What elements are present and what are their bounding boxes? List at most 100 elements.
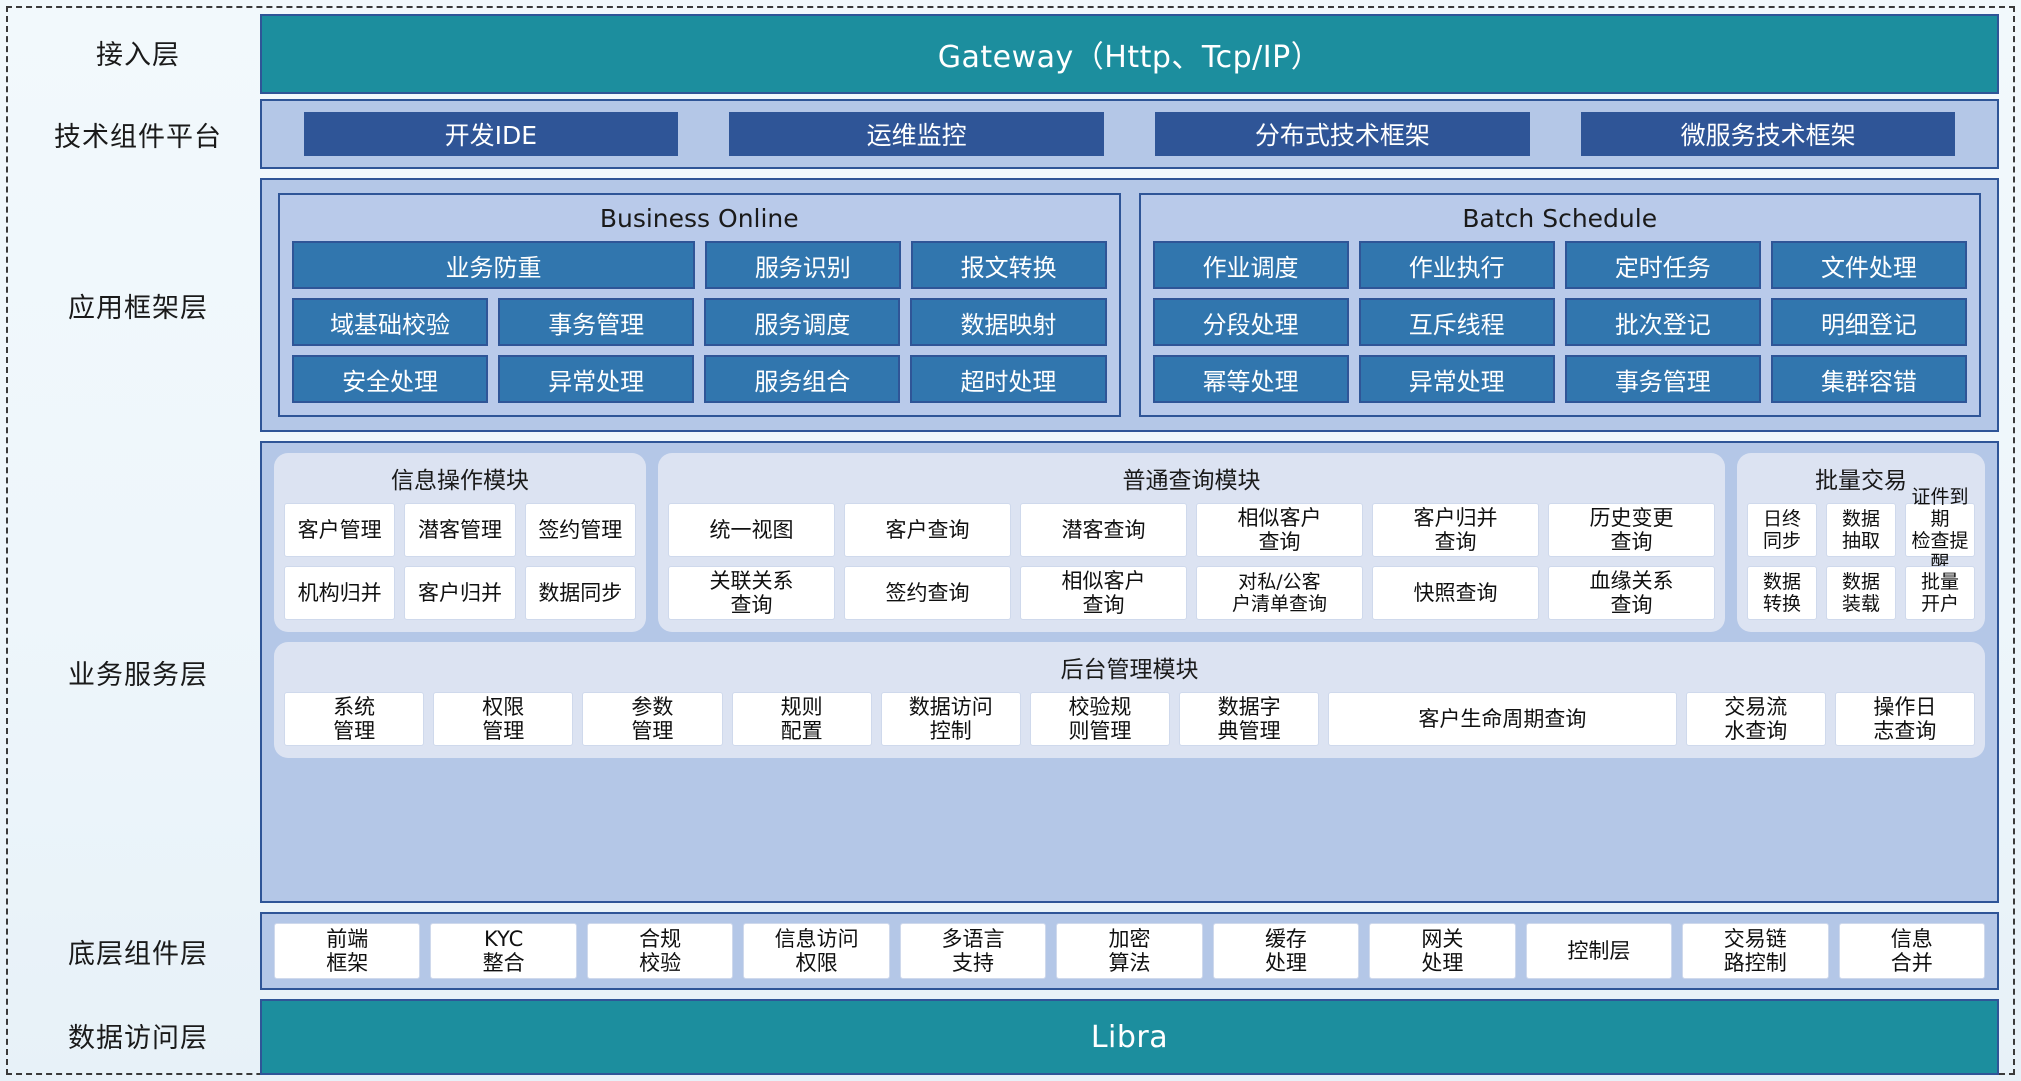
cell-relationship-query[interactable]: 关联关系查询 <box>668 566 835 620</box>
chip-security-processing[interactable]: 安全处理 <box>292 355 489 403</box>
cell-data-extraction[interactable]: 数据抽取 <box>1826 503 1896 557</box>
cell-transaction-flow-query[interactable]: 交易流水查询 <box>1685 692 1826 746</box>
chip-job-execution[interactable]: 作业执行 <box>1358 241 1555 289</box>
cell-info-merge[interactable]: 信息合并 <box>1838 923 1985 979</box>
cell-cache-processing[interactable]: 缓存处理 <box>1212 923 1360 979</box>
cell-encryption-algorithm[interactable]: 加密算法 <box>1056 923 1203 979</box>
cell-data-transform[interactable]: 数据转换 <box>1747 566 1817 620</box>
cell-data-dictionary-management[interactable]: 数据字典管理 <box>1179 692 1320 746</box>
module-title-common-query: 普通查询模块 <box>1122 468 1261 494</box>
chip-service-scheduling[interactable]: 服务调度 <box>704 298 901 346</box>
chip-message-transform[interactable]: 报文转换 <box>910 241 1107 289</box>
layer-row-access: 接入层 Gateway（Http、Tcp/IP） <box>16 14 1999 94</box>
chip-batch-registration[interactable]: 批次登记 <box>1564 298 1761 346</box>
chip-idempotent-processing[interactable]: 幂等处理 <box>1152 355 1349 403</box>
cell-rule-configuration[interactable]: 规则配置 <box>731 692 872 746</box>
cell-system-management[interactable]: 系统管理 <box>284 692 425 746</box>
chip-domain-base-validation[interactable]: 域基础校验 <box>292 298 489 346</box>
tech-chip-ops-monitor[interactable]: 运维监控 <box>729 112 1104 156</box>
cell-similar-customer-query-1[interactable]: 相似客户查询 <box>1196 503 1363 557</box>
chip-timed-task[interactable]: 定时任务 <box>1564 241 1761 289</box>
cell-private-public-customer-list-query[interactable]: 对私/公客户清单查询 <box>1196 566 1363 620</box>
cell-customer-query[interactable]: 客户查询 <box>844 503 1011 557</box>
cell-frontend-framework[interactable]: 前端框架 <box>274 923 421 979</box>
chip-mutex-thread[interactable]: 互斥线程 <box>1358 298 1555 346</box>
cell-data-load[interactable]: 数据装载 <box>1826 566 1896 620</box>
admin-management-cells: 系统管理 权限管理 参数管理 规则配置 数据访问控制 校验规则管理 数据字典管理… <box>284 692 1975 746</box>
cell-batch-account-opening[interactable]: 批量开户 <box>1905 566 1975 620</box>
business-service-modules: 信息操作模块 客户管理 潜客管理 签约管理 机构归并 客户归并 <box>274 453 1985 632</box>
cell-control-layer[interactable]: 控制层 <box>1525 923 1673 979</box>
chip-cluster-fault-tolerance[interactable]: 集群容错 <box>1770 355 1967 403</box>
cell-similar-customer-query-2[interactable]: 相似客户查询 <box>1020 566 1187 620</box>
app-framework-panel: Business Online 业务防重 服务识别 报文转换 域基础校验 事务管… <box>260 178 1999 432</box>
cell-data-access-control[interactable]: 数据访问控制 <box>880 692 1021 746</box>
gateway-bar[interactable]: Gateway（Http、Tcp/IP） <box>260 14 1999 94</box>
cell-customer-management[interactable]: 客户管理 <box>284 503 396 557</box>
cell-prospect-query[interactable]: 潜客查询 <box>1020 503 1187 557</box>
cell-operation-log-query[interactable]: 操作日志查询 <box>1834 692 1975 746</box>
cell-gateway-processing[interactable]: 网关处理 <box>1369 923 1516 979</box>
chip-file-processing[interactable]: 文件处理 <box>1770 241 1967 289</box>
layer-label-access: 接入层 <box>96 39 180 71</box>
chip-exception-processing-batch[interactable]: 异常处理 <box>1358 355 1555 403</box>
chip-job-scheduling[interactable]: 作业调度 <box>1152 241 1349 289</box>
chip-segmented-processing[interactable]: 分段处理 <box>1152 298 1349 346</box>
cell-customer-merge[interactable]: 客户归并 <box>404 566 516 620</box>
business-online-row-2: 域基础校验 事务管理 服务调度 数据映射 <box>292 298 1107 346</box>
cell-data-sync[interactable]: 数据同步 <box>524 566 636 620</box>
module-batch-transaction: 批量交易 日终同步 数据抽取 证件到期检查提醒 数据转换 数据装载 <box>1737 453 1985 632</box>
business-online-grid: 业务防重 服务识别 报文转换 域基础校验 事务管理 服务调度 数据映射 <box>292 241 1107 403</box>
cell-compliance-validation[interactable]: 合规校验 <box>586 923 734 979</box>
chip-detail-registration[interactable]: 明细登记 <box>1770 298 1967 346</box>
libra-bar[interactable]: Libra <box>260 999 1999 1075</box>
layer-label-app-framework: 应用框架层 <box>68 292 208 324</box>
tech-chip-distributed-framework[interactable]: 分布式技术框架 <box>1155 112 1530 156</box>
tech-chip-ide[interactable]: 开发IDE <box>303 112 679 156</box>
cell-validation-rule-management[interactable]: 校验规则管理 <box>1029 692 1171 746</box>
cell-parameter-management[interactable]: 参数管理 <box>582 692 723 746</box>
layer-body-business-service: 信息操作模块 客户管理 潜客管理 签约管理 机构归并 客户归并 <box>260 441 1999 903</box>
chip-data-mapping[interactable]: 数据映射 <box>910 298 1107 346</box>
cell-contract-query[interactable]: 签约查询 <box>844 566 1011 620</box>
cell-customer-merge-query[interactable]: 客户归并查询 <box>1372 503 1539 557</box>
batch-schedule-grid: 作业调度 作业执行 定时任务 文件处理 分段处理 互斥线程 批次登记 明细登记 <box>1152 241 1967 403</box>
business-online-row-3: 安全处理 异常处理 服务组合 超时处理 <box>292 355 1107 403</box>
cell-info-access-permission[interactable]: 信息访问权限 <box>743 923 890 979</box>
app-group-batch-schedule: Batch Schedule 作业调度 作业执行 定时任务 文件处理 分段处理 … <box>1138 193 1981 417</box>
cell-snapshot-query[interactable]: 快照查询 <box>1372 566 1539 620</box>
layer-body-data-access: Libra <box>260 999 1999 1075</box>
cell-lineage-relationship-query[interactable]: 血缘关系查询 <box>1548 566 1715 620</box>
layer-label-tech-platform: 技术组件平台 <box>54 121 222 153</box>
cell-end-of-day-sync[interactable]: 日终同步 <box>1747 503 1817 557</box>
cell-contract-management[interactable]: 签约管理 <box>524 503 636 557</box>
chip-business-dedup[interactable]: 业务防重 <box>292 241 695 289</box>
cell-certificate-expiry-reminder[interactable]: 证件到期检查提醒 <box>1905 486 1975 574</box>
layer-row-app-framework: 应用框架层 Business Online 业务防重 服务识别 报文转换 域 <box>16 178 1999 432</box>
cell-multilingual-support[interactable]: 多语言支持 <box>899 923 1047 979</box>
common-query-cells: 统一视图 客户查询 潜客查询 相似客户查询 客户归并查询 历史变更查询 关联关系… <box>668 503 1715 620</box>
tech-chip-microservice-framework[interactable]: 微服务技术框架 <box>1580 112 1956 156</box>
cell-unified-view[interactable]: 统一视图 <box>668 503 835 557</box>
batch-schedule-row-2: 分段处理 互斥线程 批次登记 明细登记 <box>1152 298 1967 346</box>
chip-transaction-management-online[interactable]: 事务管理 <box>498 298 695 346</box>
batch-transaction-cells: 日终同步 数据抽取 证件到期检查提醒 数据转换 数据装载 批量开户 <box>1747 486 1975 620</box>
cell-transaction-chain-control[interactable]: 交易链路控制 <box>1682 923 1829 979</box>
cell-history-change-query[interactable]: 历史变更查询 <box>1548 503 1715 557</box>
chip-exception-processing-online[interactable]: 异常处理 <box>498 355 695 403</box>
chip-service-identify[interactable]: 服务识别 <box>704 241 901 289</box>
chip-service-composition[interactable]: 服务组合 <box>704 355 901 403</box>
chip-timeout-processing[interactable]: 超时处理 <box>910 355 1107 403</box>
tech-platform-panel: 开发IDE 运维监控 分布式技术框架 微服务技术框架 <box>260 99 1999 169</box>
cell-prospect-management[interactable]: 潜客管理 <box>404 503 516 557</box>
info-operation-row-1: 客户管理 潜客管理 签约管理 <box>284 503 636 557</box>
module-title-batch-transaction: 批量交易 <box>1815 468 1907 494</box>
cell-permission-management[interactable]: 权限管理 <box>433 692 574 746</box>
cell-institution-merge[interactable]: 机构归并 <box>284 566 396 620</box>
chip-transaction-management-batch[interactable]: 事务管理 <box>1564 355 1761 403</box>
group-title-business-online: Business Online <box>599 204 799 233</box>
cell-customer-lifecycle-query[interactable]: 客户生命周期查询 <box>1328 692 1677 746</box>
